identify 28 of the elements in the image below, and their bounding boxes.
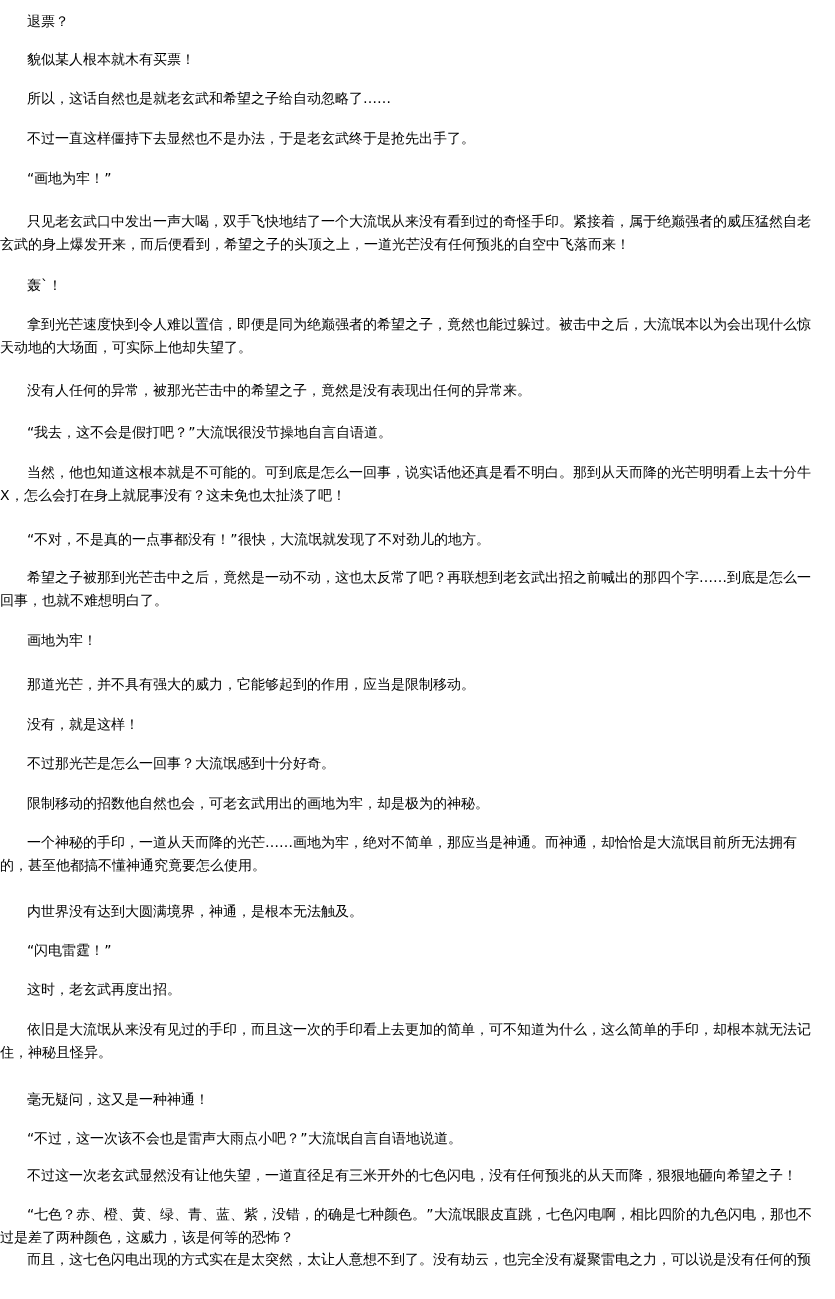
paragraph: 没有，就是这样！ [26, 715, 140, 734]
paragraph: “不过，这一次该不会也是雷声大雨点小吧？”大流氓自言自语地说道。 [26, 1129, 463, 1148]
paragraph: 轰`！ [26, 276, 63, 295]
paragraph: 画地为牢！ [26, 631, 98, 650]
paragraph: “不对，不是真的一点事都没有！”很快，大流氓就发现了不对劲儿的地方。 [26, 530, 491, 549]
paragraph: 那道光芒，并不具有强大的威力，它能够起到的作用，应当是限制移动。 [26, 675, 476, 694]
paragraph: 这时，老玄武再度出招。 [26, 980, 182, 999]
paragraph: 没有人任何的异常，被那光芒击中的希望之子，竟然是没有表现出任何的异常来。 [26, 381, 532, 400]
paragraph: 貌似某人根本就木有买票！ [26, 50, 196, 69]
paragraph: “我去，这不会是假打吧？”大流氓很没节操地自言自语道。 [26, 423, 393, 442]
paragraph: 不过那光芒是怎么一回事？大流氓感到十分好奇。 [26, 754, 336, 773]
paragraph: 不过这一次老玄武显然没有让他失望，一道直径足有三米开外的七色闪电，没有任何预兆的从天而降，狠狠地砸向希望之子！ [26, 1166, 798, 1185]
paragraph: 不过一直这样僵持下去显然也不是办法，于是老玄武终于是抢先出手了。 [26, 129, 476, 148]
paragraph: 当然，他也知道这根本就是不可能的。可到底是怎么一回事，说实话他还真是看不明白。那到从天而降的光芒明明看上去十分牛X，怎么会打在身上就屁事没有？这未免也太扯淡了吧！ [0, 463, 812, 505]
paragraph: “七色？赤、橙、黄、绿、青、蓝、紫，没错，的确是七种颜色。”大流氓眼皮直跳，七色闪电啊，相比四阶的九色闪电，那也不过是差了两种颜色，这威力，该是何等的恐怖？ [0, 1205, 813, 1247]
paragraph: “闪电雷霆！” [26, 941, 113, 960]
paragraph: 依旧是大流氓从来没有见过的手印，而且这一次的手印看上去更加的简单，可不知道为什么，这么简单的手印，却根本就无法记住，神秘且怪异。 [0, 1020, 812, 1062]
paragraph: 一个神秘的手印，一道从天而降的光芒……画地为牢，绝对不简单，那应当是神通。而神通，却恰恰是大流氓目前所无法拥有的，甚至他都搞不懂神通究竟要怎么使用。 [0, 833, 798, 875]
paragraph: 毫无疑问，这又是一种神通！ [26, 1090, 210, 1109]
paragraph: 所以，这话自然也是就老玄武和希望之子给自动忽略了…… [26, 89, 392, 108]
paragraph: 拿到光芒速度快到令人难以置信，即便是同为绝巅强者的希望之子，竟然也能过躲过。被击中之后，大流氓本以为会出现什么惊天动地的大场面，可实际上他却失望了。 [0, 315, 812, 357]
paragraph: 限制移动的招数他自然也会，可老玄武用出的画地为牢，却是极为的神秘。 [26, 794, 490, 813]
paragraph: “画地为牢！” [26, 169, 113, 188]
paragraph: 希望之子被那到光芒击中之后，竟然是一动不动，这也太反常了吧？再联想到老玄武出招之前喊出的那四个字……到底是怎么一回事，也就不难想明白了。 [0, 568, 812, 610]
paragraph: 只见老玄武口中发出一声大喝，双手飞快地结了一个大流氓从来没有看到过的奇怪手印。紧接着，属于绝巅强者的威压猛然自老玄武的身上爆发开来，而后便看到，希望之子的头顶之上，一道光芒没有任何预兆的自空中飞落而来！ [0, 212, 812, 254]
paragraph: 而且，这七色闪电出现的方式实在是太突然，太让人意想不到了。没有劫云，也完全没有凝聚雷电之力，可以说是没有任何的预 [26, 1250, 812, 1269]
paragraph: 退票？ [26, 12, 70, 31]
paragraph: 内世界没有达到大圆满境界，神通，是根本无法触及。 [26, 902, 364, 921]
